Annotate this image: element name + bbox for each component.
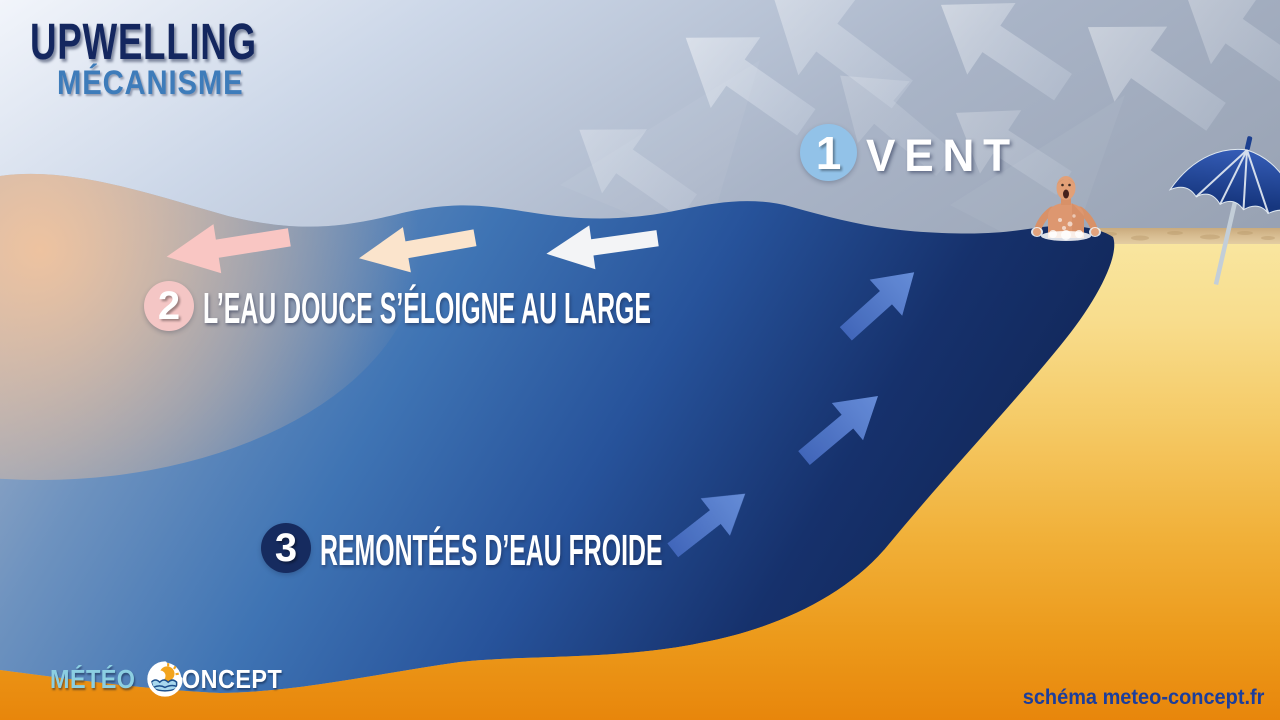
sand-texture-grains	[1103, 231, 1275, 241]
beach-umbrella-icon	[1168, 136, 1280, 285]
swimmer-figure	[1031, 176, 1101, 241]
sky-shard	[560, 60, 760, 245]
warm-surface-water	[0, 173, 420, 480]
sand-texture-band	[1092, 228, 1280, 244]
sea-floor	[0, 550, 1280, 720]
